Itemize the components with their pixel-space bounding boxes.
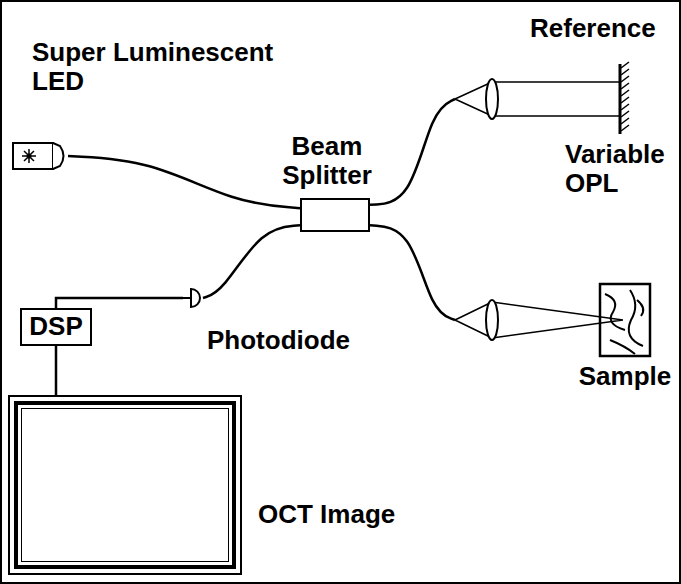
part-drawing: [455, 60, 637, 138]
part-label: Sample: [579, 362, 672, 391]
part-label: Variable OPL: [565, 140, 668, 198]
optical-fiber: [370, 225, 455, 320]
collimated-beam: [492, 82, 620, 116]
part-label: Super Luminescent LED: [32, 38, 277, 96]
led-body: [13, 143, 53, 169]
sample-arm: Sample: [455, 280, 655, 360]
photodiode-lead: [183, 297, 191, 299]
lens: [486, 300, 498, 340]
part-drawing: [12, 138, 68, 174]
photodiode: Photodiode: [183, 288, 203, 308]
tissue-structure: [605, 290, 643, 354]
optical-fiber: [68, 156, 300, 208]
monitor: OCT Image: [8, 395, 242, 575]
screen-bezel: [14, 401, 236, 569]
light-burst: [22, 149, 36, 163]
beam-splitter: Beam Splitter: [300, 198, 370, 232]
photodiode-dome: [191, 289, 200, 307]
dsp-box: DSP: [20, 308, 92, 346]
part-drawing: [455, 280, 655, 360]
sample-block: [600, 284, 650, 356]
optical-fiber: [370, 99, 455, 205]
part-label: Photodiode: [207, 326, 350, 355]
screen: [21, 408, 229, 562]
led-cap: [53, 143, 64, 169]
reference-arm: Reference: [455, 60, 637, 138]
led-source: Super Luminescent LED: [12, 138, 68, 174]
part-label: Beam Splitter: [281, 132, 374, 190]
signal-wire: [56, 298, 183, 308]
mirror-hatching: [621, 62, 629, 131]
part-label: Reference: [530, 14, 656, 43]
part-label: OCT Image: [258, 500, 395, 529]
part-label: DSP: [29, 312, 82, 341]
part-drawing: [183, 288, 203, 308]
focused-beam: [492, 302, 623, 338]
lens: [486, 79, 498, 119]
optical-fiber: [203, 225, 300, 298]
signal-wire: [55, 346, 58, 395]
